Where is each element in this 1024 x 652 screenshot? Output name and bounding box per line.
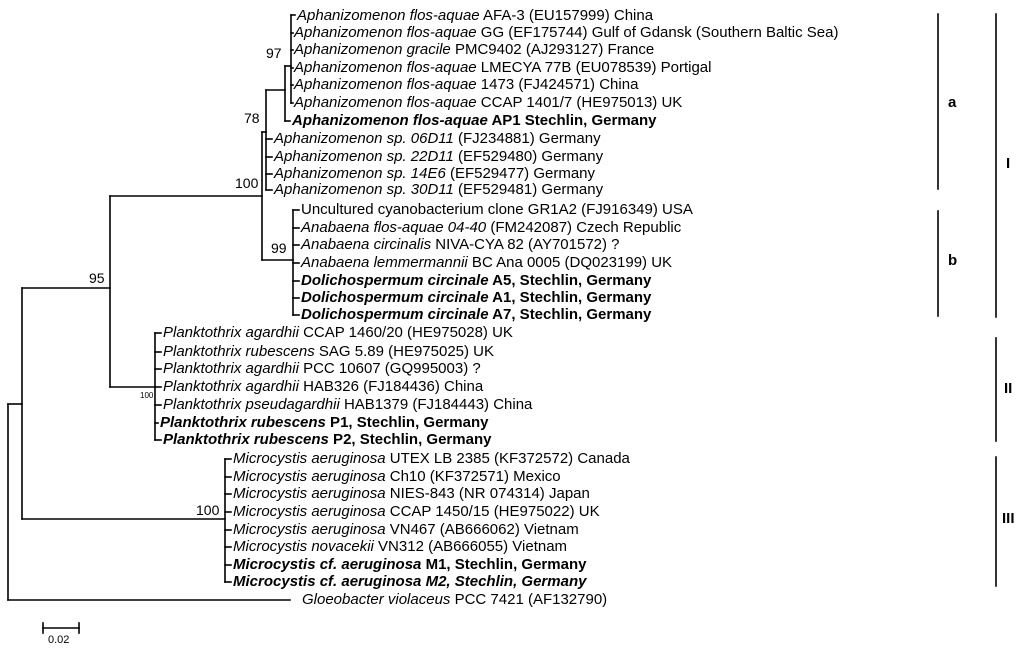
leaf-label-stechlin: Microcystis cf. aeruginosa M1, Stechlin,… [233,556,587,573]
bootstrap-value: 97 [266,45,282,61]
leaf-label: Aphanizomenon sp. 30D11 (EF529481) Germa… [274,181,604,198]
leaf-label: Aphanizomenon sp. 14E6 (EF529477) German… [274,165,596,182]
leaf-label-stechlin: Dolichospermum circinale A7, Stechlin, G… [301,306,652,323]
leaf-label-stechlin: Planktothrix rubescens P2, Stechlin, Ger… [163,431,492,448]
leaf-label: Planktothrix agardhii CCAP 1460/20 (HE97… [163,324,513,341]
leaf-label: Anabaena circinalis NIVA-CYA 82 (AY70157… [301,236,620,253]
bootstrap-value: 100 [196,502,220,518]
leaf-label: Microcystis aeruginosa CCAP 1450/15 (HE9… [233,503,600,520]
leaf-label: Aphanizomenon sp. 22D11 (EF529480) Germa… [274,148,604,165]
clade-label-II: II [1004,380,1013,397]
leaf-label: Uncultured cyanobacterium clone GR1A2 (F… [301,201,693,218]
leaf-label: Aphanizomenon flos-aquae AFA-3 (EU157999… [297,7,654,24]
clade-label-b: b [948,252,958,269]
leaf-label: Microcystis novacekii VN312 (AB666055) V… [233,538,568,555]
leaf-label: Planktothrix rubescens SAG 5.89 (HE97502… [163,343,495,360]
leaf-label: Aphanizomenon flos-aquae LMECYA 77B (EU0… [294,59,712,76]
leaf-label: Aphanizomenon flos-aquae 1473 (FJ424571)… [294,76,639,93]
bootstrap-value: 100 [235,175,259,191]
leaf-label-stechlin: Aphanizomenon flos-aquae AP1 Stechlin, G… [292,112,657,129]
leaf-label: Planktothrix agardhii HAB326 (FJ184436) … [163,378,484,395]
bootstrap-value: 100 [140,391,154,400]
leaf-label: Microcystis aeruginosa Ch10 (KF372571) M… [233,468,561,485]
leaf-label: Anabaena flos-aquae 04-40 (FM242087) Cze… [301,219,682,236]
leaf-label: Planktothrix agardhii PCC 10607 (GQ99500… [163,360,481,377]
leaf-label: Aphanizomenon flos-aquae GG (EF175744) G… [294,24,839,41]
leaf-label: Planktothrix pseudagardhii HAB1379 (FJ18… [163,396,533,413]
leaf-label: Aphanizomenon gracile PMC9402 (AJ293127)… [294,41,655,58]
leaf-label: Anabaena lemmermannii BC Ana 0005 (DQ023… [301,254,673,271]
leaf-label-stechlin: Planktothrix rubescens P1, Stechlin, Ger… [160,414,489,431]
leaf-label: Microcystis aeruginosa UTEX LB 2385 (KF3… [233,450,630,467]
clade-label-III: III [1002,510,1015,527]
leaf-label-outgroup: Gloeobacter violaceus PCC 7421 (AF132790… [302,591,608,608]
clade-label-I: I [1006,155,1011,172]
clade-label-a: a [948,94,957,111]
bootstrap-value: 78 [244,110,260,126]
leaf-label-stechlin: Dolichospermum circinale A5, Stechlin, G… [301,272,652,289]
leaf-label: Microcystis aeruginosa VN467 (AB666062) … [233,521,579,538]
bootstrap-value: 99 [271,240,287,256]
leaf-label-stechlin: Dolichospermum circinale A1, Stechlin, G… [301,289,652,306]
leaf-label: Microcystis aeruginosa NIES-843 (NR 0743… [233,485,590,502]
scale-bar-label: 0.02 [48,634,70,646]
leaf-label: Aphanizomenon sp. 06D11 (FJ234881) Germa… [274,130,601,147]
leaf-label: Aphanizomenon flos-aquae CCAP 1401/7 (HE… [294,94,683,111]
bootstrap-value: 95 [89,270,105,286]
leaf-label-stechlin: Microcystis cf. aeruginosa M2, Stechlin,… [233,573,587,590]
